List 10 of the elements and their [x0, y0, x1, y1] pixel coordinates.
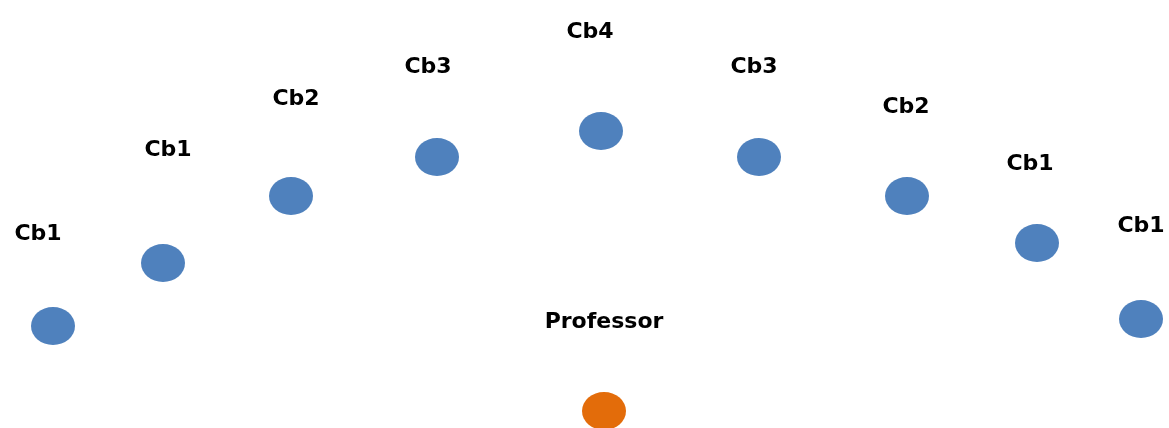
- seat-label: Cb3: [404, 52, 452, 78]
- seat-label: Cb1: [144, 135, 192, 161]
- seat-label: Professor: [544, 307, 664, 333]
- seat-label: Cb1: [14, 219, 62, 245]
- seat-label: Cb2: [882, 92, 930, 118]
- seat-label: Cb1: [1006, 149, 1054, 175]
- seat-label: Cb1: [1117, 211, 1165, 237]
- seat-label: Cb2: [272, 84, 320, 110]
- seat-label: Cb3: [730, 52, 778, 78]
- seat-label: Cb4: [566, 17, 614, 43]
